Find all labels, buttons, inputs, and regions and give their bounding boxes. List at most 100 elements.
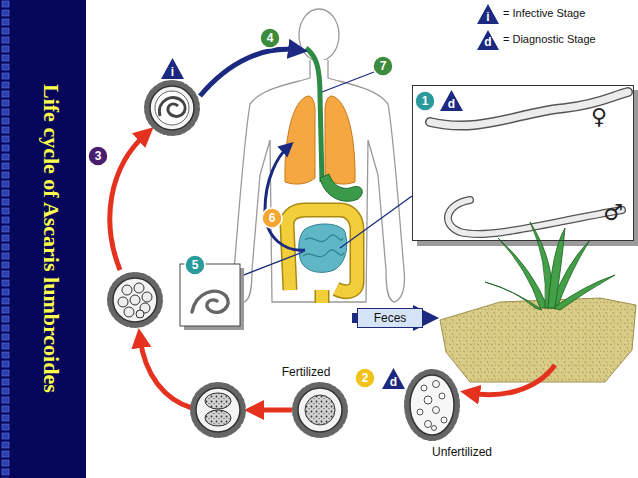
morula-egg <box>110 275 160 325</box>
panel <box>86 0 638 478</box>
stage-letter: i <box>161 58 184 79</box>
callout-number: 5 <box>184 254 206 276</box>
two-cell-egg <box>193 385 243 435</box>
legend-symbol <box>477 4 499 24</box>
infective-egg <box>155 91 189 125</box>
callout-number: 7 <box>372 55 394 77</box>
adult-worm-panel <box>448 200 622 234</box>
legend-symbol <box>477 30 499 50</box>
leader-line <box>322 72 374 92</box>
cycle-arrow <box>254 408 292 413</box>
cycle-arrow <box>140 338 192 408</box>
callout-number: 4 <box>259 27 281 49</box>
callout-circle <box>260 28 280 48</box>
unfertilized-egg <box>421 385 427 391</box>
small-intestine <box>299 224 347 272</box>
callout-circle <box>373 56 393 76</box>
morula-egg <box>110 275 160 325</box>
leader-line <box>340 196 412 248</box>
fertilized-egg <box>298 388 342 432</box>
callout-number: 3 <box>87 145 109 167</box>
legend-letter: d <box>484 35 491 49</box>
unfertilized-egg <box>425 421 432 428</box>
morula-egg <box>142 292 152 302</box>
unfertilized-egg <box>424 396 432 404</box>
callout-number: 2 <box>354 367 376 389</box>
morula-egg <box>130 295 140 305</box>
egg-label: Unfertilized <box>432 445 492 459</box>
callout-circle <box>185 255 205 275</box>
unfertilized-egg <box>417 409 423 415</box>
infective-egg <box>147 83 197 133</box>
morula-egg <box>134 283 144 293</box>
airway-and-esophagus <box>306 48 362 201</box>
stage-marker: d <box>382 368 405 389</box>
callout-number: 2 <box>354 367 376 389</box>
small-intestine <box>303 235 344 257</box>
stage-triangle <box>382 368 405 389</box>
callout-circle <box>262 208 282 228</box>
callout-circle <box>355 368 375 388</box>
cycle-arrow <box>200 49 298 96</box>
cycle-arrow <box>470 365 555 395</box>
unfertilized-egg <box>433 381 440 388</box>
callout-number: 5 <box>184 254 206 276</box>
callout-number: 1 <box>414 90 436 112</box>
morula-egg <box>118 297 128 307</box>
two-cell-egg <box>205 393 231 409</box>
callout-circle <box>88 146 108 166</box>
large-intestine <box>287 210 357 303</box>
arrow-label: Feces <box>358 309 422 327</box>
callout-number: 6 <box>261 207 283 229</box>
adult-worm-panel <box>448 200 622 234</box>
sidebar <box>0 0 12 478</box>
unfertilized-egg <box>410 375 454 435</box>
callout-circle <box>415 91 435 111</box>
sidebar <box>0 0 86 478</box>
morula-egg <box>136 310 144 318</box>
sidebar <box>0 0 86 478</box>
legend-symbol <box>477 4 499 50</box>
legend-letter: i <box>486 10 489 24</box>
leader-line <box>198 72 412 294</box>
unfertilized-egg <box>441 417 447 423</box>
small-intestine <box>299 224 347 272</box>
callout-number: 4 <box>259 27 281 49</box>
human-body <box>299 9 339 61</box>
unfertilized-egg <box>433 407 440 414</box>
adult-worm-panel <box>412 85 634 241</box>
adult-worm-panel <box>412 85 638 246</box>
morula-egg <box>122 285 132 295</box>
callout-number: 1 <box>414 90 436 112</box>
legend-text: = Diagnostic Stage <box>503 33 596 45</box>
unfertilized-egg <box>407 372 457 438</box>
callout-number: 3 <box>87 145 109 167</box>
stage-letter: d <box>440 90 463 111</box>
unfertilized-egg <box>432 426 437 431</box>
two-cell-egg <box>196 388 240 432</box>
soil-and-grass <box>440 222 636 382</box>
lungs <box>285 96 315 184</box>
airway-and-esophagus <box>320 174 362 201</box>
cycle-arrow <box>110 134 146 270</box>
diagram-title: Life cycle of Ascaris lumbrcoides <box>24 18 64 458</box>
stage-triangle <box>440 90 463 111</box>
egg-label: Fertilized <box>282 365 331 379</box>
morula-egg <box>124 307 134 317</box>
unfertilized-egg <box>439 393 445 399</box>
infective-egg <box>147 83 197 133</box>
stage-triangle <box>161 58 184 79</box>
callout-number: 6 <box>261 207 283 229</box>
fertilized-egg <box>305 395 335 425</box>
larva-panel <box>192 291 228 312</box>
soil-and-grass <box>440 298 636 382</box>
adult-worm-box: ♀♂1d <box>412 85 634 241</box>
panel <box>86 0 638 478</box>
cycle-arrow <box>110 49 555 410</box>
cycle-arrow <box>265 147 305 250</box>
legend-text: = Infective Stage <box>503 7 585 19</box>
two-cell-egg <box>205 410 231 426</box>
stage-letter: d <box>382 368 405 389</box>
